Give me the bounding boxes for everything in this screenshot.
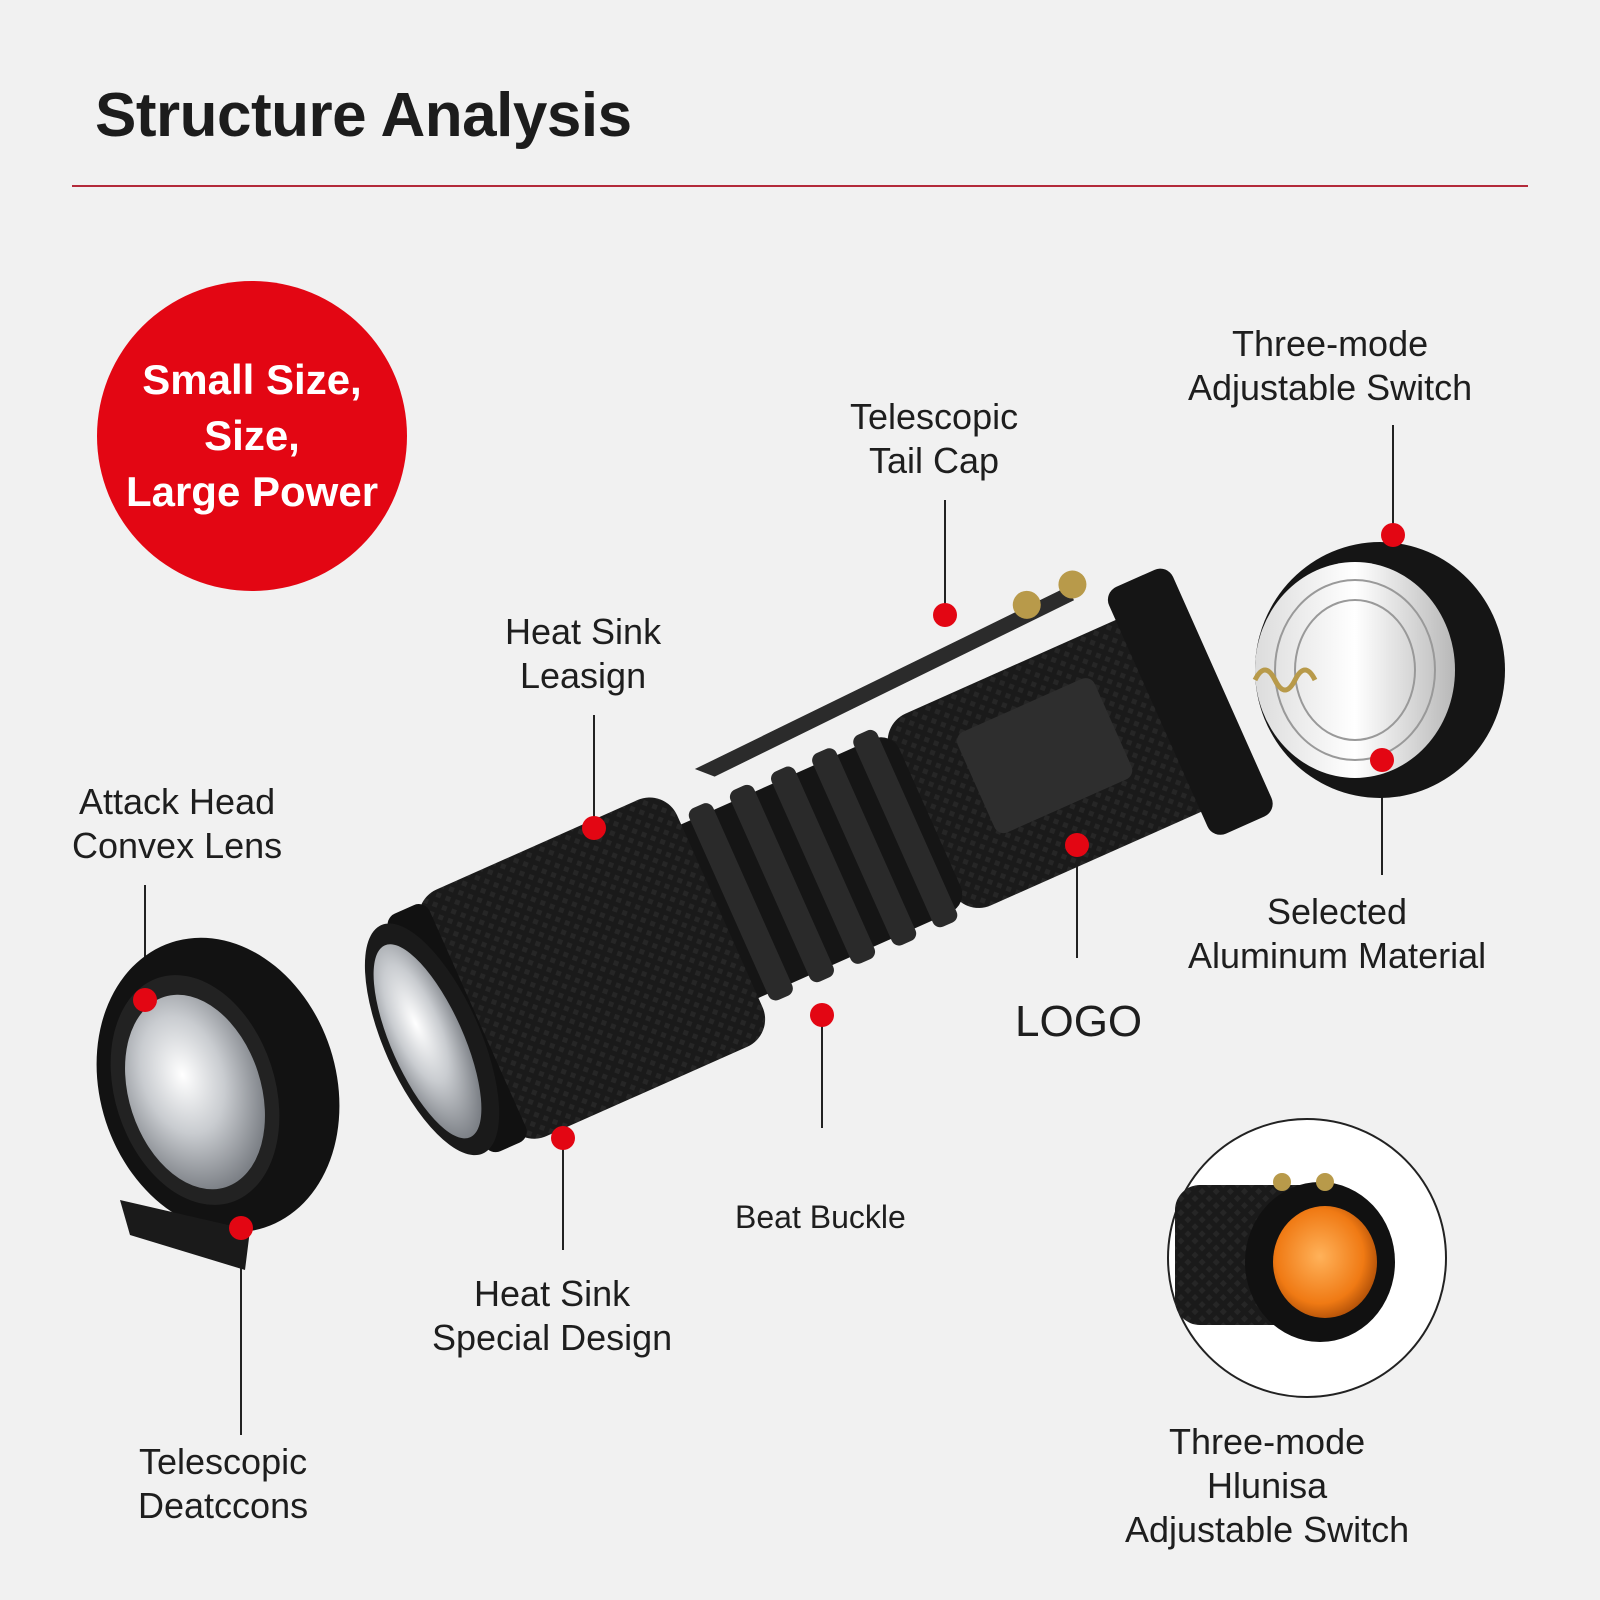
label-three-mode-switch-bottom: Three-mode Hlunisa Adjustable Switch bbox=[1125, 1420, 1409, 1552]
label-beat-buckle: Beat Buckle bbox=[735, 1199, 906, 1235]
label-heat-sink-top: Heat Sink Leasign bbox=[505, 610, 661, 698]
label-line: Leasign bbox=[519, 655, 647, 696]
title-divider bbox=[72, 185, 1528, 187]
label-line: Adjustable Switch bbox=[1125, 1509, 1410, 1550]
label-telescopic-bottom: Telescopic Deatccons bbox=[138, 1440, 308, 1528]
label-line: Aluminum Material bbox=[1188, 935, 1487, 976]
label-three-mode-switch-top: Three-mode Adjustable Switch bbox=[1188, 322, 1472, 410]
tail-cap bbox=[1252, 542, 1505, 798]
callout-dots bbox=[133, 523, 1405, 1240]
tail-switch-detail-icon bbox=[1167, 1118, 1447, 1398]
label-line: Telescopic bbox=[850, 396, 1019, 437]
label-telescopic-tail-cap: Telescopic Tail Cap bbox=[850, 395, 1018, 483]
label-line: Special Design bbox=[432, 1317, 673, 1358]
label-line: Three-mode bbox=[1232, 323, 1429, 364]
label-heat-sink-bottom: Heat Sink Special Design bbox=[432, 1272, 672, 1360]
label-line: Convex Lens bbox=[72, 825, 283, 866]
label-logo: LOGO bbox=[1015, 997, 1143, 1046]
label-line: Three-mode bbox=[1169, 1421, 1366, 1462]
badge-line-2: Size, bbox=[204, 412, 300, 459]
label-line: Telescopic bbox=[139, 1441, 308, 1482]
flashlight-body bbox=[364, 568, 1273, 1156]
bezel-lens-cap bbox=[96, 937, 340, 1270]
label-line: Deatccons bbox=[138, 1485, 309, 1526]
label-selected-aluminum: Selected Aluminum Material bbox=[1188, 890, 1486, 978]
badge-line-1: Small Size, bbox=[142, 356, 362, 403]
label-line: Tail Cap bbox=[869, 440, 1000, 481]
feature-badge: Small Size, Size, Large Power bbox=[97, 281, 407, 591]
callout-lines bbox=[144, 425, 1394, 1435]
label-line: Adjustable Switch bbox=[1188, 367, 1473, 408]
page-title: Structure Analysis bbox=[95, 81, 632, 150]
label-line: Hlunisa bbox=[1207, 1465, 1328, 1506]
label-line: Selected bbox=[1266, 891, 1408, 932]
label-attack-head: Attack Head Convex Lens bbox=[72, 780, 282, 868]
label-line: Heat Sink bbox=[505, 611, 662, 652]
label-line: Attack Head bbox=[79, 781, 276, 822]
badge-line-3: Large Power bbox=[125, 468, 379, 515]
label-line: Heat Sink bbox=[474, 1273, 631, 1314]
